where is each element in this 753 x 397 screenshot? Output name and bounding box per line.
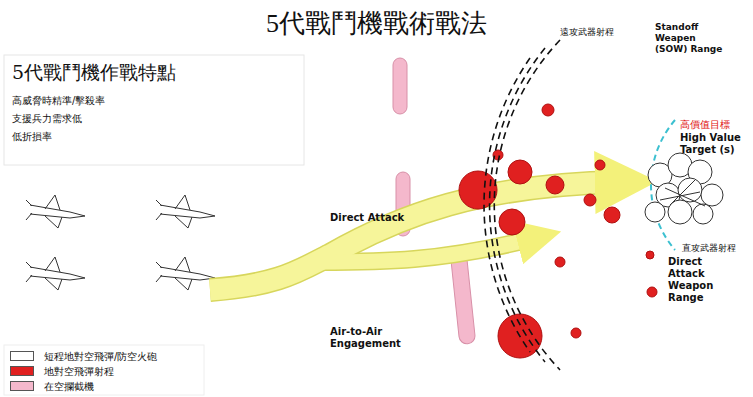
callout-label: 遠攻武器射程 <box>560 26 614 39</box>
legend-text: 在空攔截機 <box>44 380 94 394</box>
aircraft-group <box>26 195 215 290</box>
legend-swatch <box>10 381 34 391</box>
callout-label: Standoff Weapen (SOW) Range <box>655 22 725 55</box>
standoff-range-arcs <box>484 40 560 370</box>
feature-panel: 5代戰鬥機作戰特點高威脅時精準/擊殺率支援兵力需求低低折損率 <box>12 60 179 146</box>
legend-text: 短程地對空飛彈/防空火砲 <box>44 350 157 364</box>
legend-frame <box>4 345 204 395</box>
callout-label: 直攻武器射程 <box>682 242 736 255</box>
node-heading: 高價值目標 <box>680 118 752 132</box>
panel-frame <box>4 55 304 165</box>
node-text: 高威脅時精準/擊殺率 <box>12 92 179 110</box>
legend-swatch <box>10 351 34 361</box>
target-box: 高價值目標High Value Target (s) <box>680 118 752 156</box>
attack-arrows <box>210 182 620 290</box>
legend-text: 地對空飛彈射程 <box>44 365 114 379</box>
callout-label: Air-to-Air Engagement <box>330 326 410 350</box>
callout-label: Direct Attack <box>330 212 404 223</box>
target-cluster <box>645 153 723 224</box>
node-text: 低折損率 <box>12 128 179 146</box>
node-text: High Value Target (s) <box>680 132 750 156</box>
legend-swatch <box>10 366 34 376</box>
sam-circles <box>459 104 657 358</box>
node-text: 支援兵力需求低 <box>12 110 179 128</box>
diagram-title: 5代戰鬥機戰術戰法 <box>0 6 753 41</box>
callout-label: Direct Attack Weapon Range <box>668 256 718 304</box>
node-heading: 5代戰鬥機作戰特點 <box>12 60 179 86</box>
